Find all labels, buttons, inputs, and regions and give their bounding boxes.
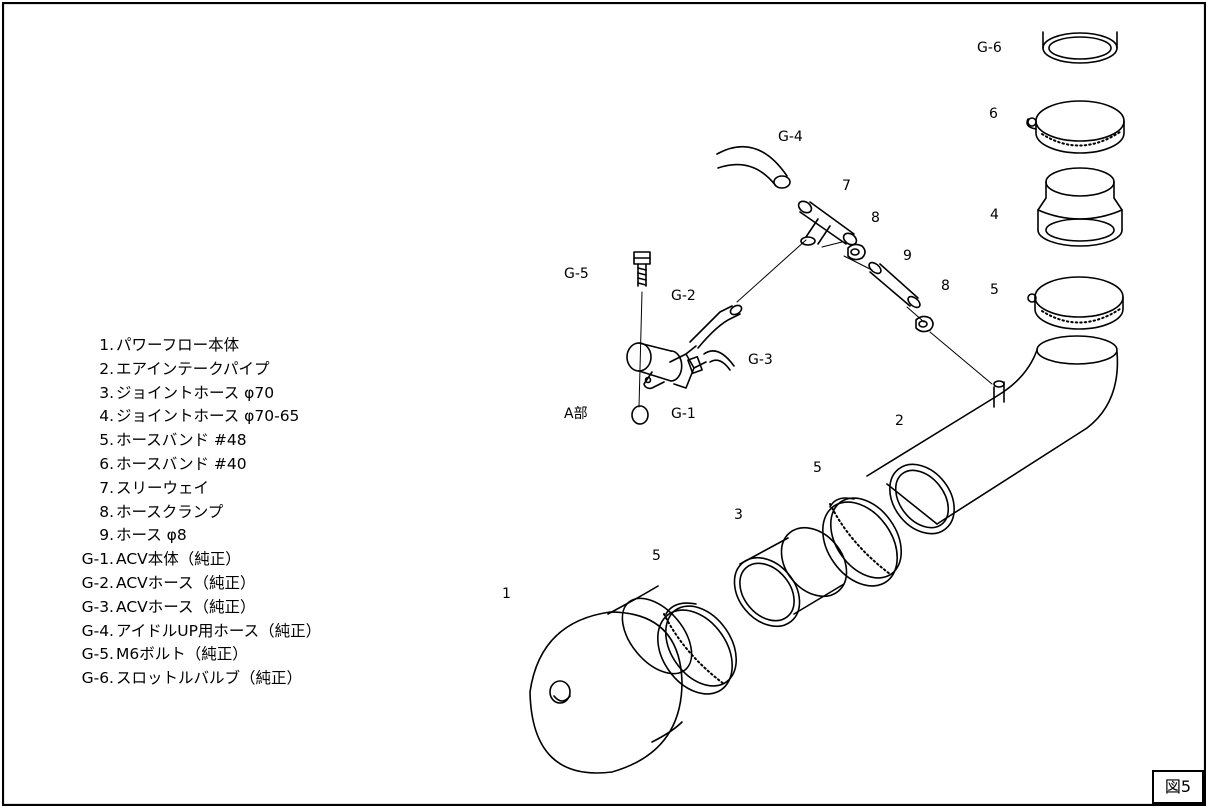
air-intake-pipe-part (866, 335, 1119, 535)
legend-item-8: 8.ホースクランプ (99, 502, 224, 521)
m6-bolt-part (633, 251, 651, 287)
hose-band-40-part (1026, 100, 1125, 154)
legend-item-6: 6.ホースバンド #40 (99, 454, 247, 473)
legend-item-g4: G-4.アイドルUP用ホース（純正） (81, 621, 322, 640)
label-1: 1 (502, 586, 511, 602)
legend-item-7: 7.スリーウェイ (99, 478, 210, 497)
legend-item-1: 1.パワーフロー本体 (99, 336, 240, 354)
hose-band-48-left-part (657, 602, 738, 695)
legend-item-5: 5.ホースバンド #48 (99, 431, 247, 450)
label-g1: G-1 (671, 406, 696, 422)
label-g6: G-6 (977, 40, 1002, 56)
hose-band-48-right-part (1027, 276, 1124, 330)
legend-item-3: 3.ジョイントホース φ70 (99, 383, 275, 402)
legend-item-g6: G-6.スロットルバルブ（純正） (81, 669, 303, 688)
label-7: 7 (842, 178, 851, 194)
hose-band-48-middle-part (822, 497, 903, 587)
hose-clamp-upper-part (847, 243, 866, 261)
acv-body-part (626, 342, 707, 390)
hose-phi8-part (868, 261, 921, 309)
figure-number-label: 図5 (1152, 770, 1204, 804)
parts-legend: 1.パワーフロー本体 2.エアインテークパイプ 3.ジョイントホース φ70 4… (64, 334, 322, 691)
leader-lines (638, 239, 993, 408)
label-4: 4 (990, 207, 999, 223)
idle-up-hose-part (716, 145, 791, 189)
legend-item-2: 2.エアインテークパイプ (99, 359, 270, 378)
joint-hose-70-part (733, 526, 848, 628)
a-part-hole (631, 405, 649, 425)
legend-item-4: 4.ジョイントホース φ70-65 (99, 407, 300, 426)
legend-item-g2: G-2.ACVホース（純正） (81, 573, 256, 592)
label-2: 2 (895, 413, 904, 429)
legend-item-g5: G-5.M6ボルト（純正） (81, 645, 248, 664)
acv-hose-g2-part (689, 304, 743, 349)
throttle-valve-part (1042, 31, 1118, 64)
three-way-part (797, 200, 858, 246)
label-a-part: A部 (564, 406, 588, 422)
label-8-upper: 8 (871, 210, 880, 226)
label-6: 6 (989, 106, 998, 122)
joint-hose-70-65-part (1037, 167, 1123, 247)
legend-item-g3: G-3.ACVホース（純正） (81, 597, 256, 616)
power-flow-body-part (529, 585, 693, 774)
label-g4: G-4 (778, 129, 803, 145)
acv-hose-g3-part (703, 350, 735, 371)
legend-item-9: 9.ホース φ8 (99, 526, 187, 545)
label-5-left: 5 (652, 548, 661, 564)
label-3: 3 (734, 507, 743, 523)
label-5-middle: 5 (813, 460, 822, 476)
label-g3: G-3 (748, 352, 773, 368)
label-g2: G-2 (671, 288, 696, 304)
label-5-right: 5 (990, 282, 999, 298)
legend-item-g1: G-1.ACV本体（純正） (81, 550, 241, 569)
label-g5: G-5 (564, 266, 589, 282)
label-9: 9 (903, 248, 912, 264)
label-8-lower: 8 (941, 278, 950, 294)
hose-clamp-lower-part (915, 315, 934, 333)
